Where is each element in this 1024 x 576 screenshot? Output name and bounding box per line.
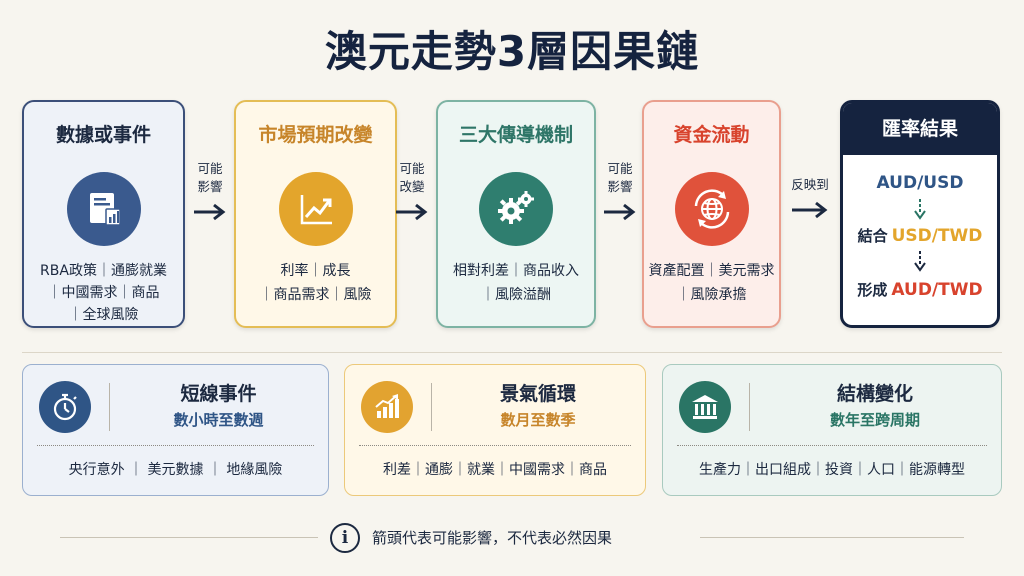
step-card-expectations: 市場預期改變 利率｜成長 ｜商品需求｜風險 xyxy=(234,100,397,328)
connector-label: 可能 xyxy=(607,161,633,176)
step-card-mechanisms: 三大傳導機制 相對利差｜商品收入 ｜風險溢酬 xyxy=(436,100,596,328)
page-title: 澳元走勢3層因果鏈 xyxy=(324,27,700,76)
step-title: 數據或事件 xyxy=(55,124,151,146)
form-label: 形成 xyxy=(857,281,888,299)
footer-note: 箭頭代表可能影響，不代表必然因果 xyxy=(372,529,613,547)
result-title: 匯率結果 xyxy=(843,103,997,155)
horizon-subtitle: 數小時至數週 xyxy=(173,411,264,429)
horizon-items: 央行意外 ｜ 美元數據 ｜ 地緣風險 xyxy=(68,462,283,478)
arrow-right-icon xyxy=(194,203,226,221)
bank-building-icon xyxy=(679,381,731,433)
step-line: ｜風險承擔 xyxy=(676,287,747,303)
step-title: 市場預期改變 xyxy=(258,124,373,146)
step-line: 相對利差｜商品收入 xyxy=(453,263,579,279)
arrow-down-icon xyxy=(914,251,926,272)
footer-line-left xyxy=(60,537,318,538)
connector-label: 影響 xyxy=(607,179,633,194)
step-line: ｜商品需求｜風險 xyxy=(259,287,372,303)
report-chart-icon xyxy=(66,172,141,246)
trend-up-icon xyxy=(278,172,353,246)
connector-4: 反映到 xyxy=(786,176,834,220)
info-icon: i xyxy=(330,523,360,553)
step-line: ｜全球風險 xyxy=(68,307,139,323)
connector-label: 改變 xyxy=(399,179,425,194)
gears-icon xyxy=(479,172,553,246)
dotted-divider xyxy=(37,445,314,446)
footer-line-right xyxy=(700,537,964,538)
stopwatch-icon xyxy=(39,381,91,433)
bar-growth-icon xyxy=(361,381,413,433)
pair-aud-twd: AUD/TWD xyxy=(891,280,983,300)
horizon-items: 生產力｜出口組成｜投資｜人口｜能源轉型 xyxy=(699,462,965,478)
connector-2: 可能 改變 xyxy=(387,160,437,222)
horizon-title: 結構變化 xyxy=(836,383,913,405)
connector-3: 可能 影響 xyxy=(595,160,645,222)
dotted-divider xyxy=(359,445,631,446)
vertical-separator xyxy=(749,383,750,431)
step-line: ｜風險溢酬 xyxy=(481,287,551,303)
step-line: ｜中國需求｜商品 xyxy=(47,285,160,301)
horizon-cycle: 景氣循環 數月至數季 利差｜通膨｜就業｜中國需求｜商品 xyxy=(344,364,646,496)
vertical-separator xyxy=(109,383,110,431)
step-card-capital-flows: 資金流動 資產配置｜美元需求 ｜風險承擔 xyxy=(642,100,781,328)
connector-label: 可能 xyxy=(197,161,223,176)
globe-cycle-icon xyxy=(674,172,749,246)
step-title: 資金流動 xyxy=(673,124,750,146)
pair-usd-twd: USD/TWD xyxy=(891,226,983,246)
pair-aud-usd: AUD/USD xyxy=(876,173,964,193)
arrow-down-icon xyxy=(914,199,926,220)
step-line: 資產配置｜美元需求 xyxy=(648,263,775,279)
horizon-short-term: 短線事件 數小時至數週 央行意外 ｜ 美元數據 ｜ 地緣風險 xyxy=(22,364,329,496)
horizon-items: 利差｜通膨｜就業｜中國需求｜商品 xyxy=(383,462,607,478)
horizon-structural: 結構變化 數年至跨周期 生產力｜出口組成｜投資｜人口｜能源轉型 xyxy=(662,364,1002,496)
horizon-subtitle: 數年至跨周期 xyxy=(829,411,920,429)
connector-label: 可能 xyxy=(399,161,425,176)
connector-label: 反映到 xyxy=(791,177,829,192)
step-line: 利率｜成長 xyxy=(280,263,351,279)
step-line: RBA政策｜通膨就業 xyxy=(40,263,167,279)
section-divider xyxy=(22,352,1002,353)
vertical-separator xyxy=(431,383,432,431)
arrow-right-icon xyxy=(396,203,428,221)
horizon-title: 短線事件 xyxy=(180,383,257,405)
arrow-right-icon xyxy=(792,201,828,219)
step-title: 三大傳導機制 xyxy=(458,124,573,146)
connector-1: 可能 影響 xyxy=(185,160,235,222)
combine-label: 結合 xyxy=(857,227,888,245)
arrow-right-icon xyxy=(604,203,636,221)
horizon-subtitle: 數月至數季 xyxy=(500,411,576,429)
horizon-title: 景氣循環 xyxy=(499,383,576,405)
step-card-data-events: 數據或事件 RBA政策｜通膨就業 ｜中國需求｜商品 ｜全球風險 xyxy=(22,100,185,328)
connector-label: 影響 xyxy=(197,179,223,194)
dotted-divider xyxy=(677,445,987,446)
